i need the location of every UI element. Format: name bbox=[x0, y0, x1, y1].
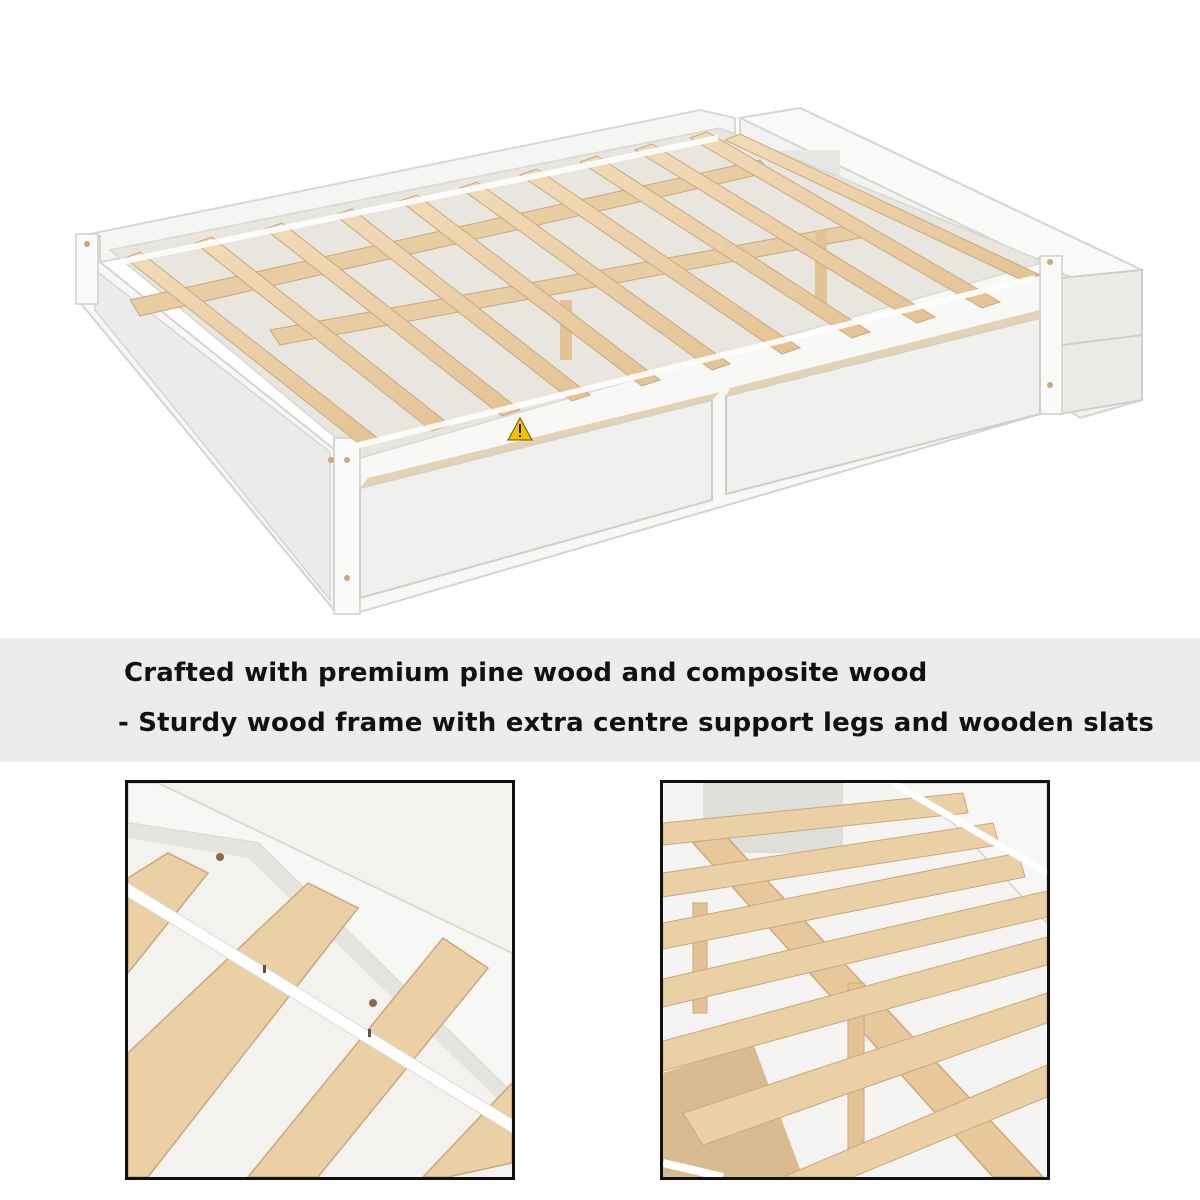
product-main-image bbox=[75, 106, 1146, 615]
bed-illustration bbox=[75, 106, 1146, 615]
support-legs-illustration bbox=[663, 783, 1047, 1177]
feature-banner: Crafted with premium pine wood and compo… bbox=[0, 638, 1200, 762]
detail-image-slats-closeup bbox=[125, 780, 515, 1180]
slat-straps bbox=[119, 135, 1036, 449]
wooden-slats bbox=[124, 131, 1042, 447]
warning-triangle-icon bbox=[507, 416, 533, 441]
detail-image-support-legs bbox=[660, 780, 1050, 1180]
banner-subline: - Sturdy wood frame with extra centre su… bbox=[118, 708, 1155, 738]
banner-headline: Crafted with premium pine wood and compo… bbox=[124, 658, 928, 688]
slats-closeup-illustration bbox=[128, 783, 512, 1177]
under-bed-drawers bbox=[359, 310, 1041, 600]
